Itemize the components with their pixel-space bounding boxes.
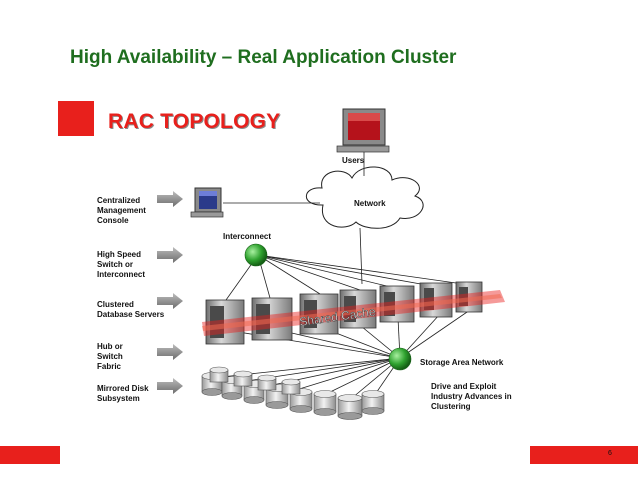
footer-white-panel xyxy=(60,440,530,464)
arrow-right-icon xyxy=(157,293,183,309)
disk xyxy=(337,394,363,420)
arrow-right-icon xyxy=(157,247,183,263)
topology-title: RAC TOPOLOGY xyxy=(108,110,281,133)
arrow-right-icon xyxy=(157,344,183,360)
disk xyxy=(361,390,385,415)
label-mirrored-disk: Mirrored Disk Subsystem xyxy=(97,384,149,403)
disk xyxy=(313,390,337,416)
server xyxy=(205,299,245,345)
users-computer-icon xyxy=(336,108,390,153)
disk xyxy=(281,378,301,395)
label-interconnect: Interconnect xyxy=(223,232,272,241)
red-accent-block xyxy=(58,101,94,136)
network-cloud xyxy=(305,166,424,229)
label-drive-exploit: Drive and Exploit Industry Advances in C… xyxy=(431,382,512,411)
arrow-right-icon xyxy=(157,191,183,207)
label-network: Network xyxy=(354,199,386,208)
label-clustered-servers: Clustered Database Servers xyxy=(97,300,165,319)
interconnect-hub-icon xyxy=(244,243,268,267)
label-users: Users xyxy=(342,156,365,165)
label-management-console: Centralized Management Console xyxy=(97,196,146,225)
disk xyxy=(233,370,253,387)
mirrored-disks xyxy=(201,366,385,420)
label-storage-area-network: Storage Area Network xyxy=(420,358,504,367)
label-hub-or-switch: Hub or Switch Fabric xyxy=(97,342,123,371)
page-number: 6 xyxy=(608,450,612,457)
disk xyxy=(209,366,229,383)
label-high-speed-switch: High Speed Switch or Interconnect xyxy=(97,250,146,279)
shared-cache-band xyxy=(202,290,505,336)
console-computer-icon xyxy=(190,187,224,218)
slide-title: High Availability – Real Application Clu… xyxy=(70,47,457,68)
san-hub-icon xyxy=(388,347,412,371)
left-arrows xyxy=(157,191,183,394)
disk xyxy=(257,374,277,391)
arrow-right-icon xyxy=(157,378,183,394)
